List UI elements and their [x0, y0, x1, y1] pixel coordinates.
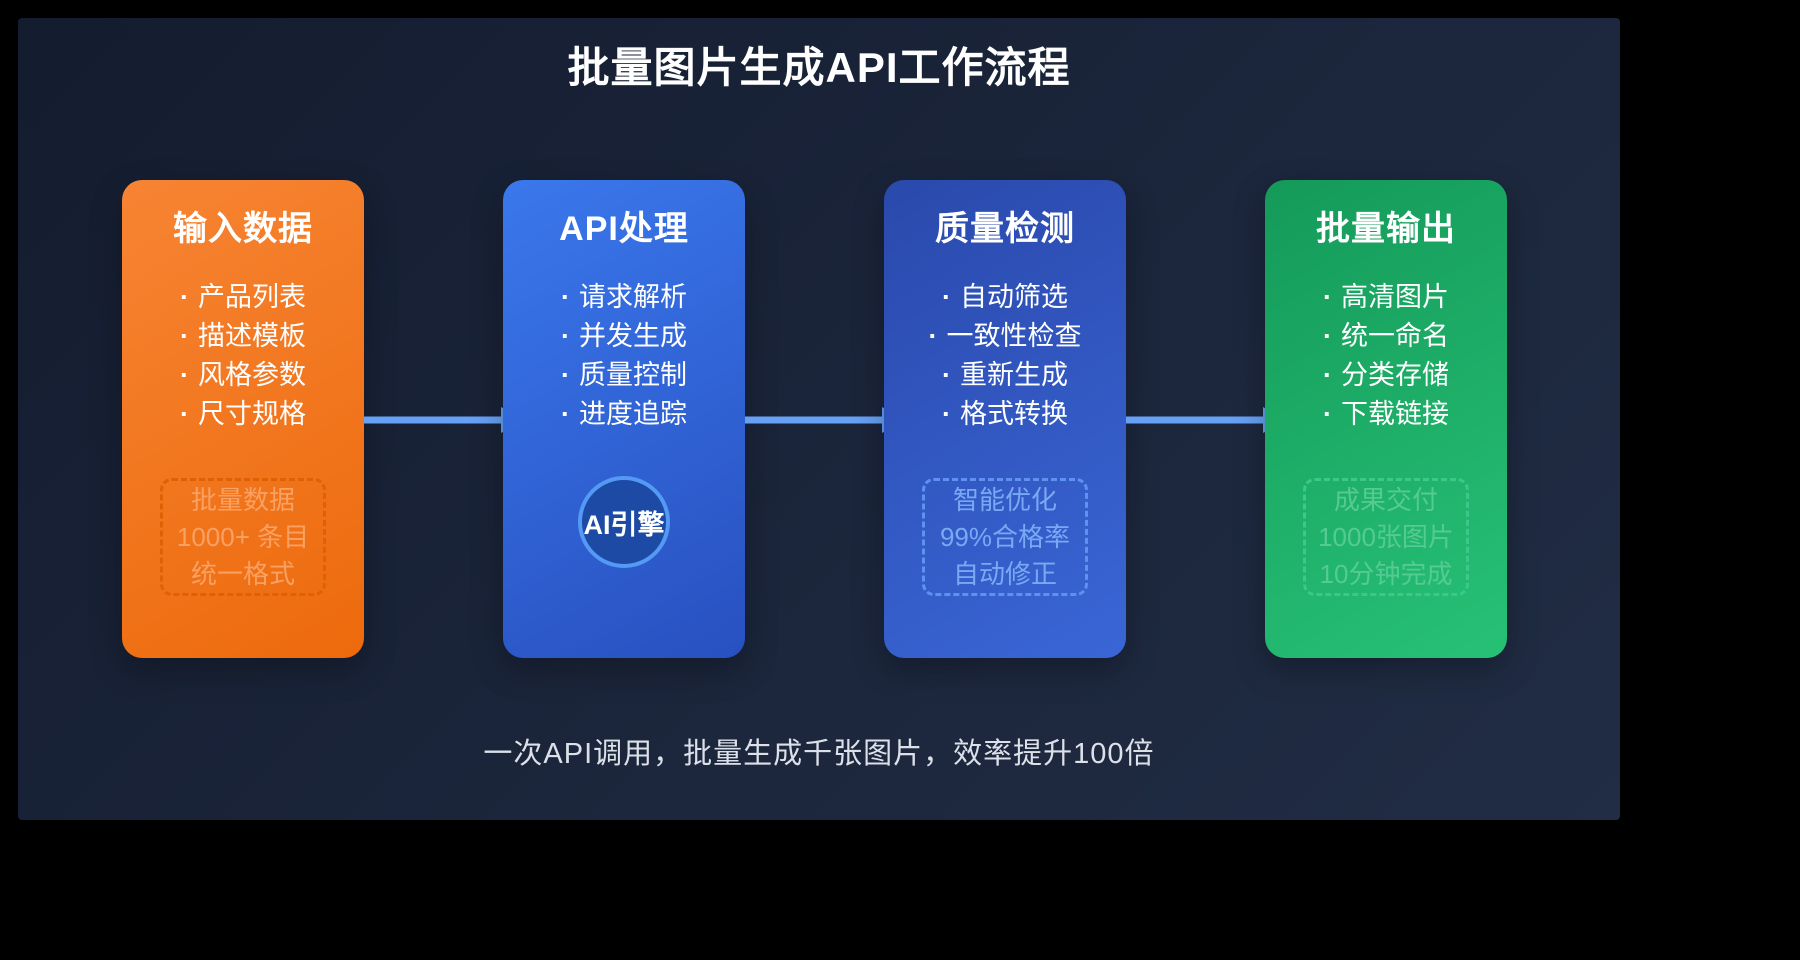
badge-line: 智能优化: [952, 484, 1057, 515]
bullet-item: 进度追踪: [503, 395, 745, 434]
flow-arrow: [364, 407, 524, 433]
bullet-label: 进度追踪: [579, 399, 687, 429]
bullet-label: 高清图片: [1341, 282, 1449, 312]
bullet-label: 格式转换: [960, 399, 1068, 429]
info-badge-smart-optimize: 智能优化 99%合格率 自动修正: [922, 478, 1088, 596]
bullet-item: 尺寸规格: [122, 395, 364, 434]
bullet-item: 产品列表: [122, 278, 364, 317]
bullet-list: 请求解析 并发生成 质量控制 进度追踪: [503, 278, 745, 434]
info-badge-batch-data: 批量数据 1000+ 条目 统一格式: [160, 478, 326, 596]
badge-line: 自动修正: [952, 558, 1057, 589]
bullet-list: 高清图片 统一命名 分类存储 下载链接: [1265, 278, 1507, 434]
card-title: 质量检测: [935, 210, 1075, 248]
badge-line: 1000+ 条目: [176, 521, 310, 552]
bullet-item: 一致性检查: [884, 317, 1126, 356]
badge-line: 1000张图片: [1318, 521, 1454, 552]
bullet-list: 自动筛选 一致性检查 重新生成 格式转换: [884, 278, 1126, 434]
card-quality-check: 质量检测 自动筛选 一致性检查 重新生成 格式转换 智能优化 99%合格率 自动…: [884, 180, 1126, 658]
bullet-item: 统一命名: [1265, 317, 1507, 356]
info-badge-delivery: 成果交付 1000张图片 10分钟完成: [1303, 478, 1469, 596]
card-title: API处理: [559, 210, 689, 248]
bullet-label: 质量控制: [579, 360, 687, 390]
bullet-label: 请求解析: [579, 282, 687, 312]
flow-arrow: [745, 407, 905, 433]
bullet-label: 描述模板: [198, 321, 306, 351]
ai-engine-label: AI引擎: [583, 509, 665, 540]
bullet-list: 产品列表 描述模板 风格参数 尺寸规格: [122, 278, 364, 434]
badge-line: 成果交付: [1333, 484, 1438, 515]
bullet-item: 分类存储: [1265, 356, 1507, 395]
bullet-label: 并发生成: [579, 321, 687, 351]
bullet-label: 一致性检查: [946, 321, 1082, 351]
page-title: 批量图片生成API工作流程: [567, 44, 1071, 91]
badge-line: 统一格式: [190, 558, 295, 589]
bullet-label: 统一命名: [1341, 321, 1449, 351]
bullet-label: 下载链接: [1341, 399, 1449, 429]
ai-engine-circle: AI引擎: [578, 476, 670, 568]
card-title: 批量输出: [1316, 210, 1456, 248]
footer-caption: 一次API调用，批量生成千张图片，效率提升100倍: [483, 738, 1155, 770]
workflow-panel: 批量图片生成API工作流程 输入数据 产品列表 描述模板 风格参数 尺寸规格 批…: [18, 18, 1620, 820]
bullet-item: 描述模板: [122, 317, 364, 356]
badge-line: 10分钟完成: [1319, 558, 1453, 589]
bullet-label: 产品列表: [198, 282, 306, 312]
bullet-label: 自动筛选: [960, 282, 1068, 312]
bullet-item: 重新生成: [884, 356, 1126, 395]
card-api-processing: API处理 请求解析 并发生成 质量控制 进度追踪 AI引擎: [503, 180, 745, 658]
card-title: 输入数据: [173, 210, 313, 248]
bullet-item: 下载链接: [1265, 395, 1507, 434]
bullet-item: 自动筛选: [884, 278, 1126, 317]
bullet-item: 风格参数: [122, 356, 364, 395]
badge-line: 99%合格率: [939, 521, 1071, 552]
bullet-label: 风格参数: [198, 360, 306, 390]
flow-arrow: [1126, 407, 1286, 433]
bullet-label: 重新生成: [960, 360, 1068, 390]
bullet-item: 高清图片: [1265, 278, 1507, 317]
badge-line: 批量数据: [190, 484, 295, 515]
bullet-label: 尺寸规格: [198, 399, 306, 429]
card-input-data: 输入数据 产品列表 描述模板 风格参数 尺寸规格 批量数据 1000+ 条目 统…: [122, 180, 364, 658]
bullet-item: 请求解析: [503, 278, 745, 317]
bullet-item: 并发生成: [503, 317, 745, 356]
bullet-item: 格式转换: [884, 395, 1126, 434]
card-batch-output: 批量输出 高清图片 统一命名 分类存储 下载链接 成果交付 1000张图片 10…: [1265, 180, 1507, 658]
bullet-label: 分类存储: [1341, 360, 1449, 390]
bullet-item: 质量控制: [503, 356, 745, 395]
